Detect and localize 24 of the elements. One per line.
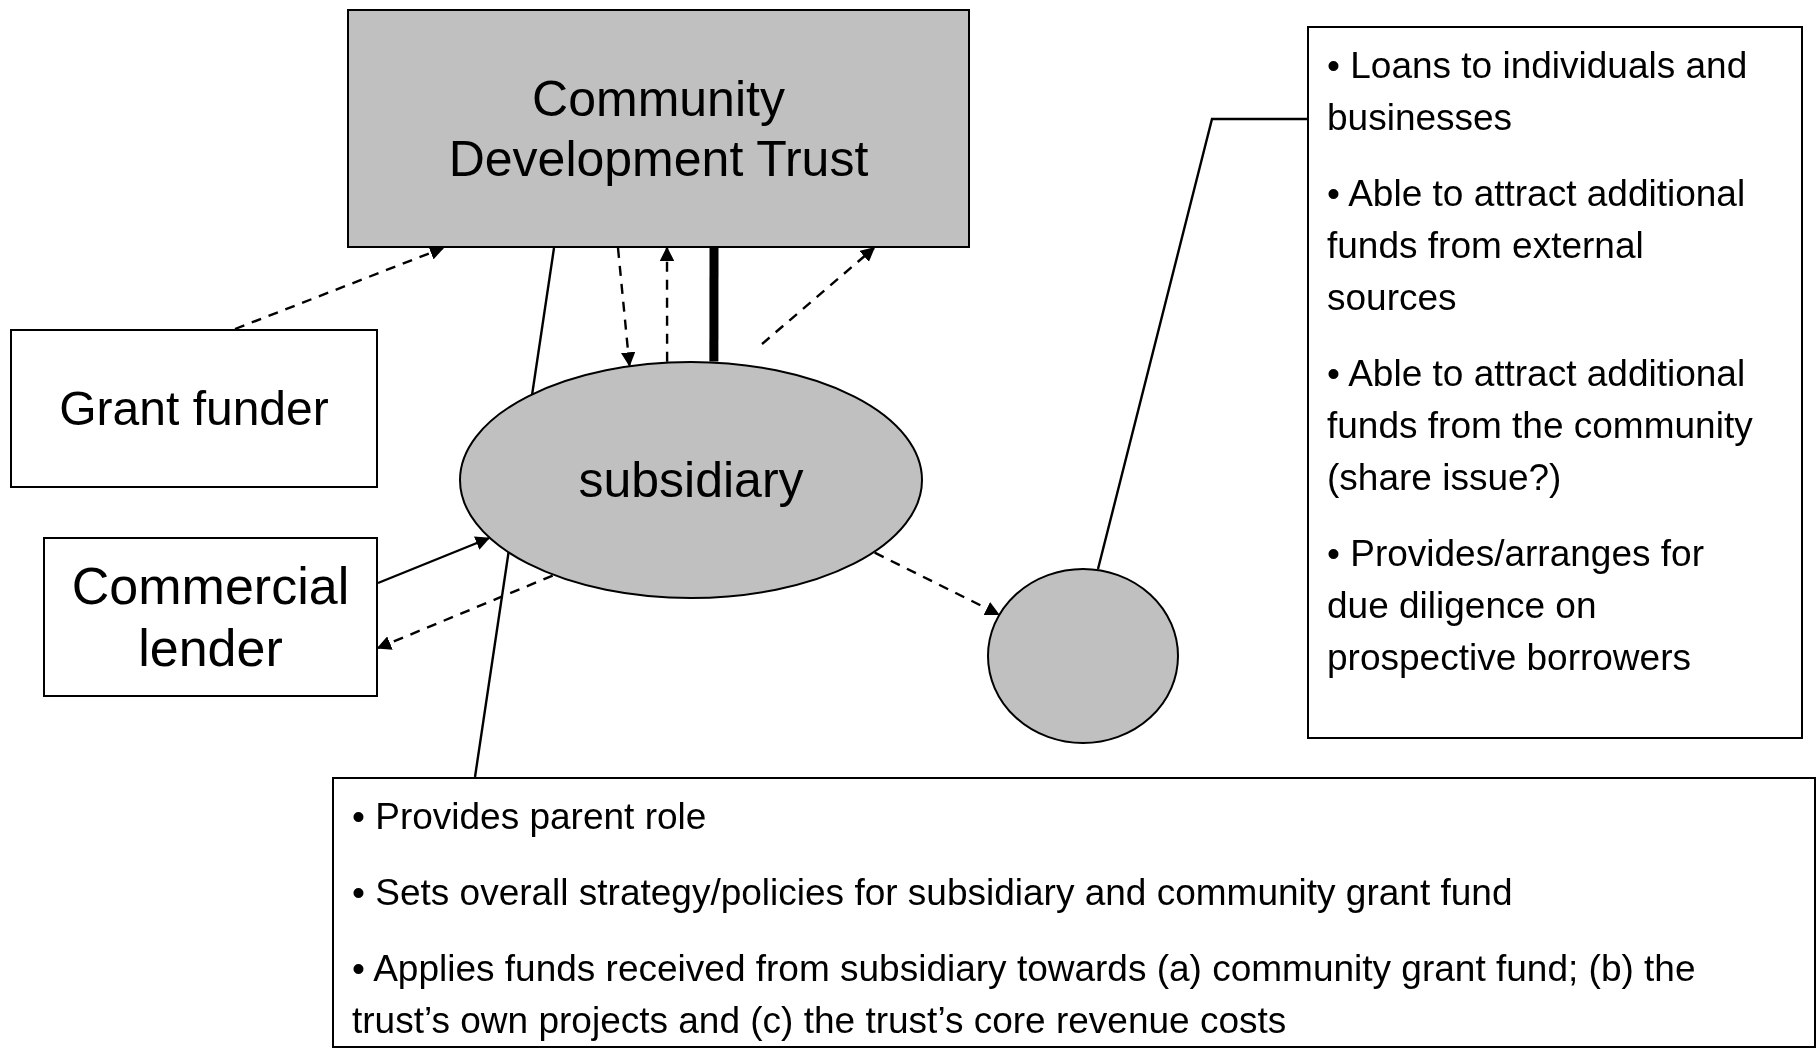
- arrow: [659, 246, 675, 362]
- arrow: [234, 246, 445, 331]
- arrow: [874, 551, 1000, 616]
- node-label: Grant funder: [59, 380, 329, 437]
- node-label: subsidiary: [578, 451, 804, 510]
- bullet-text: • Applies funds received from subsidiary towards (a) community grant fund; (b) the trust’s own projects and (c) the trust’s core revenue costs: [352, 947, 1697, 1043]
- node-label: Community Development Trust: [447, 69, 870, 189]
- node-label: Commercial lender: [70, 555, 351, 679]
- arrow: [616, 247, 636, 367]
- bullet-text: • Loans to individuals and businesses: [1327, 44, 1749, 140]
- funder-box: [10, 329, 378, 488]
- bullet-text: • Sets overall strategy/policies for subsidiary and community grant fund: [352, 871, 1513, 915]
- bullet-text: • Provides parent role: [352, 795, 707, 839]
- bullet-text: • Able to attract additional funds from external sources: [1327, 172, 1747, 320]
- leader-line: [1096, 117, 1307, 570]
- text-panel: [332, 777, 1816, 1048]
- connector-line: [709, 248, 719, 362]
- text-panel: [1307, 26, 1803, 739]
- arrow: [761, 247, 876, 345]
- bullet-text: • Able to attract additional funds from the community (share issue?): [1327, 352, 1754, 500]
- lender-box: [43, 537, 378, 697]
- bullet-text: • Provides/arranges for due diligence on prospective borrowers: [1327, 532, 1705, 680]
- arrow: [377, 536, 490, 585]
- trust-box: [347, 9, 970, 248]
